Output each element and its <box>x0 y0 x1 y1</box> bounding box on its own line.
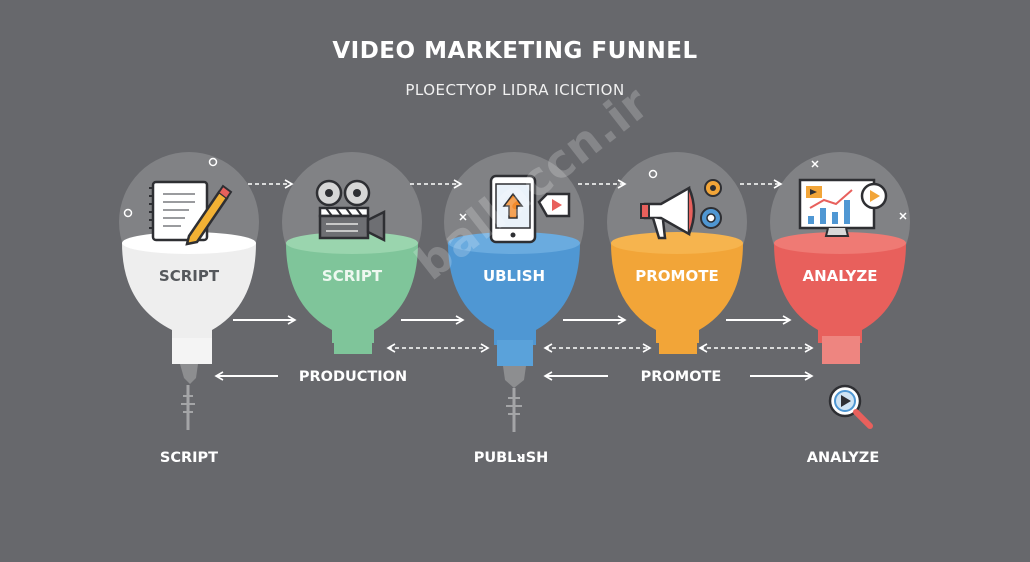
notepad-pencil-icon <box>149 180 233 246</box>
funnel-label-analyze: ANALYZE <box>802 267 878 285</box>
funnel-analyze <box>774 232 906 364</box>
diagram-subtitle: PLOECTYOP LIDRA ICICTION <box>405 81 625 99</box>
decorative-marks <box>123 157 907 221</box>
bottom-label-script: SCRIPT <box>159 450 219 466</box>
diagram-title: VIDEO MARKETING FUNNEL <box>332 38 698 64</box>
bottom-label-analyze: ANALYZE <box>806 450 880 466</box>
funnel-script <box>122 232 256 430</box>
monitor-chart-icon <box>798 178 888 237</box>
megaphone-icon <box>640 179 722 240</box>
funnel-promote <box>611 232 743 354</box>
bottom-label-publish: PUBLᴚSH <box>473 450 549 466</box>
funnel-label-publish: UBLISH <box>482 267 546 285</box>
funnel-label-promote: PROMOTE <box>635 267 719 285</box>
flow-label-promote: PROMOTE <box>640 369 722 385</box>
funnel-label-production: SCRIPT <box>321 267 383 285</box>
film-camera-icon <box>315 179 386 243</box>
funnel-production <box>286 232 418 354</box>
flow-label-production: PRODUCTION <box>298 369 408 385</box>
funnel-label-script: SCRIPT <box>158 267 220 285</box>
magnifier-play-icon <box>828 384 873 429</box>
phone-upload-icon <box>489 174 571 244</box>
